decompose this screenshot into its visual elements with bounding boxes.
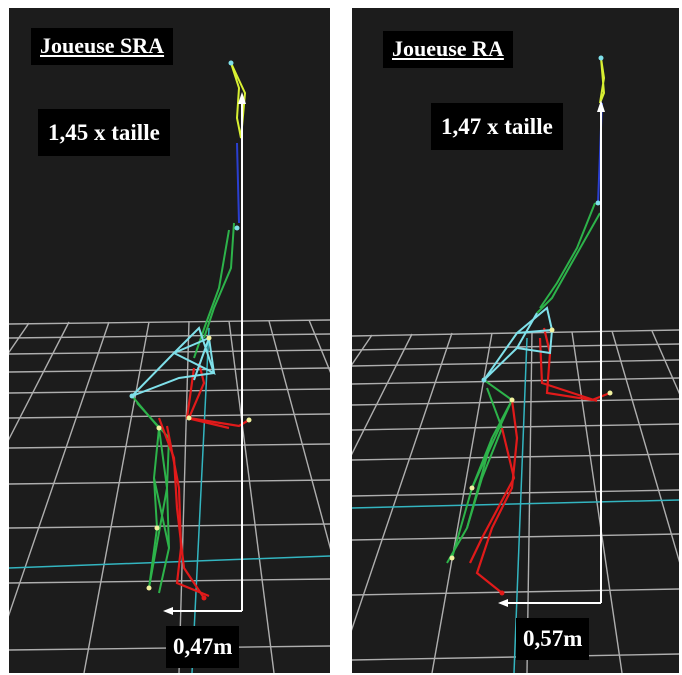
left-capture-panel: Joueuse SRA 1,45 x taille 0,47m (9, 8, 330, 673)
skeleton-neck (236, 142, 240, 224)
skeleton-right-side (469, 327, 611, 594)
player-title: Joueuse SRA (31, 28, 174, 65)
height-factor-label: 1,45 x taille (38, 109, 170, 156)
floor-grid (9, 319, 330, 673)
skeleton-trunk (483, 306, 554, 381)
skeleton-head (230, 62, 247, 139)
skeleton-left-side (446, 202, 601, 564)
marker-points (449, 55, 613, 596)
height-arrow (163, 92, 246, 615)
player-title: Joueuse RA (383, 31, 513, 68)
right-capture-panel: Joueuse RA 1,47 x taille 0,57m (352, 8, 679, 673)
skeleton-head (599, 57, 606, 104)
right-3d-scene (352, 55, 679, 673)
axis-lines (9, 327, 330, 673)
height-arrow (498, 100, 605, 607)
skeleton-trunk (131, 326, 216, 397)
left-3d-scene (9, 60, 330, 673)
marker-points (129, 60, 252, 601)
height-factor-label: 1,47 x taille (431, 103, 563, 150)
axis-lines (352, 337, 679, 673)
distance-label: 0,57m (516, 618, 590, 660)
distance-label: 0,47m (166, 626, 240, 668)
